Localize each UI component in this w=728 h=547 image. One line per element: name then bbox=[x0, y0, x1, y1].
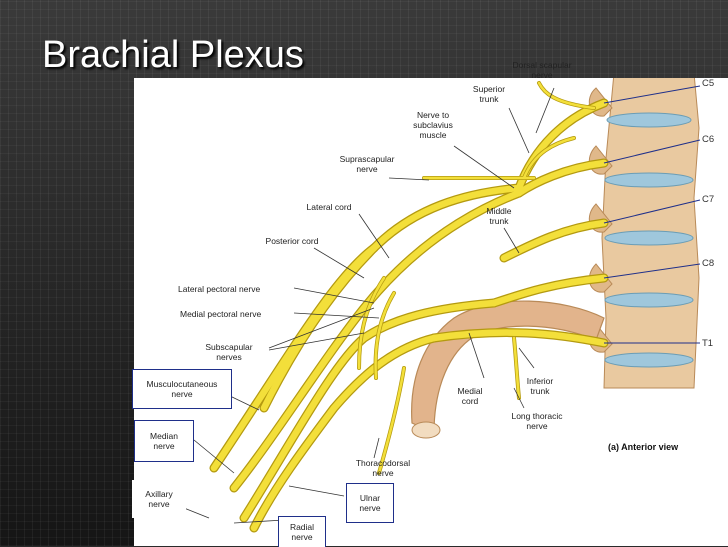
label-dorsal-scapular-nerve: Dorsal scapular nerve bbox=[512, 60, 572, 80]
box-median-nerve: Median nerve bbox=[134, 420, 194, 462]
box-ulnar-nerve: Ulnar nerve bbox=[346, 483, 394, 523]
root-leader-lines bbox=[603, 85, 701, 344]
label-medial-pectoral-nerve: Medial pectoral nerve bbox=[180, 309, 262, 319]
label-superior-trunk: Superior trunk bbox=[472, 84, 506, 104]
label-lateral-cord: Lateral cord bbox=[306, 202, 352, 212]
label-nerve-to-subclavius: Nerve to subclavius muscle bbox=[413, 110, 453, 140]
diagram-panel: Dorsal scapular nerve Superior trunk Ner… bbox=[134, 60, 728, 546]
label-t1: T1 bbox=[702, 338, 714, 349]
label-subscapular-nerves: Subscapular nerves bbox=[205, 342, 253, 362]
label-thoracodorsal-nerve: Thoracodorsal nerve bbox=[355, 458, 411, 478]
brachial-plexus-illustration bbox=[178, 78, 701, 533]
box-musculocutaneous-nerve: Musculocutaneous nerve bbox=[132, 369, 232, 409]
label-c7: C7 bbox=[702, 194, 715, 205]
label-c6: C6 bbox=[702, 134, 715, 145]
label-middle-trunk: Middle trunk bbox=[486, 206, 512, 226]
label-suprascapular-nerve: Suprascapular nerve bbox=[339, 154, 395, 174]
label-inferior-trunk: Inferior trunk bbox=[526, 376, 554, 396]
label-c5: C5 bbox=[702, 78, 715, 89]
box-axillary-nerve: Axillary nerve bbox=[132, 480, 186, 518]
box-radial-nerve: Radial nerve bbox=[278, 516, 326, 547]
vertebral-column bbox=[588, 78, 700, 389]
view-caption: (a) Anterior view bbox=[608, 442, 679, 452]
label-c8: C8 bbox=[702, 258, 715, 269]
leader-lines bbox=[178, 87, 555, 524]
label-medial-cord: Medial cord bbox=[457, 386, 483, 406]
nerve-network bbox=[209, 81, 609, 533]
label-lateral-pectoral-nerve: Lateral pectoral nerve bbox=[178, 284, 261, 294]
label-posterior-cord: Posterior cord bbox=[265, 236, 319, 246]
slide-title: Brachial Plexus bbox=[42, 34, 304, 76]
label-long-thoracic-nerve: Long thoracic nerve bbox=[511, 411, 563, 431]
